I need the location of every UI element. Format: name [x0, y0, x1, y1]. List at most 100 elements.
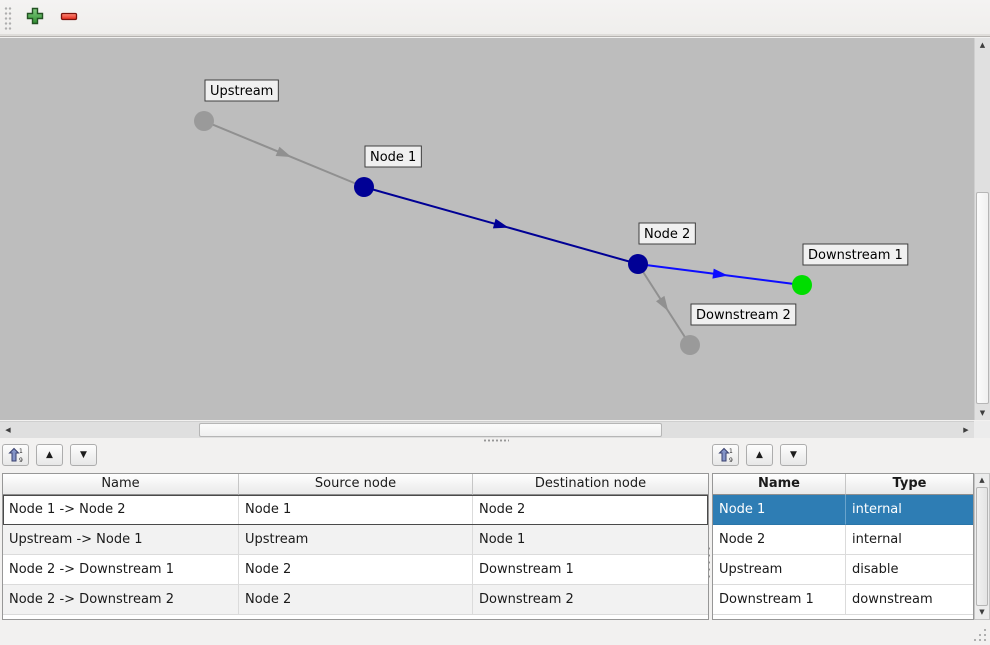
canvas-vertical-scrollbar[interactable]: ▲ ▼ [974, 38, 990, 420]
pane-splitter[interactable] [0, 438, 990, 444]
edge-arrow-icon [275, 146, 292, 158]
sort-edges-button[interactable]: 1 9 [2, 444, 29, 466]
vertical-scrollbar-thumb[interactable] [976, 192, 989, 404]
table-cell[interactable]: Downstream 2 [473, 585, 708, 615]
svg-text:1: 1 [729, 448, 733, 455]
splitter-grip-icon [483, 439, 509, 442]
table-splitter-grip-icon[interactable] [707, 545, 711, 579]
node-label-box [690, 303, 797, 326]
table-cell[interactable]: Node 2 [473, 495, 708, 525]
svg-text:1: 1 [19, 448, 23, 455]
table-cell[interactable]: Upstream [239, 525, 473, 555]
scroll-up-icon[interactable]: ▲ [979, 476, 985, 484]
column-header[interactable]: Name [713, 474, 846, 495]
table-cell[interactable]: disable [846, 555, 973, 585]
node-label-box [204, 79, 279, 102]
canvas-horizontal-scrollbar[interactable]: ◀ ▶ [0, 421, 974, 438]
sort-ascending-icon: 1 9 [717, 447, 733, 463]
node-label: Node 1 [370, 150, 416, 165]
column-header[interactable]: Name [3, 474, 239, 495]
svg-text:9: 9 [729, 457, 733, 463]
table-cell[interactable]: Node 2 -> Downstream 2 [3, 585, 239, 615]
node-downstream1[interactable] [792, 275, 812, 295]
node-label: Upstream [210, 84, 273, 99]
plus-icon [26, 7, 44, 29]
add-node-button[interactable] [20, 3, 50, 33]
table-cell[interactable]: internal [846, 525, 973, 555]
scroll-down-icon[interactable]: ▼ [979, 408, 986, 417]
table-cell[interactable]: Node 2 [713, 525, 846, 555]
table-cell[interactable]: Downstream 1 [713, 585, 846, 615]
down-arrow-icon: ▼ [790, 450, 797, 460]
node-node2[interactable] [628, 254, 648, 274]
table-cell[interactable]: Downstream 1 [473, 555, 708, 585]
svg-text:9: 9 [19, 457, 23, 463]
edge-table-controls: 1 9 ▲ ▼ [2, 444, 97, 466]
table-cell[interactable]: Node 1 [473, 525, 708, 555]
node-label: Downstream 2 [696, 308, 791, 323]
minus-icon [60, 7, 78, 29]
move-node-down-button[interactable]: ▼ [780, 444, 807, 466]
toolbar-grip-handle[interactable] [4, 5, 12, 31]
up-arrow-icon: ▲ [46, 450, 53, 460]
move-node-up-button[interactable]: ▲ [746, 444, 773, 466]
table-cell[interactable]: Node 1 -> Node 2 [3, 495, 239, 525]
up-arrow-icon: ▲ [756, 450, 763, 460]
toolbar [0, 0, 990, 37]
edge-arrow-icon [492, 218, 509, 229]
table-cell[interactable]: Upstream [713, 555, 846, 585]
scroll-down-icon[interactable]: ▼ [979, 608, 985, 616]
move-edge-up-button[interactable]: ▲ [36, 444, 63, 466]
table-cell[interactable]: internal [846, 495, 973, 525]
remove-node-button[interactable] [54, 3, 84, 33]
edge-arrow-icon [656, 295, 669, 312]
move-edge-down-button[interactable]: ▼ [70, 444, 97, 466]
down-arrow-icon: ▼ [80, 450, 87, 460]
window-resize-grip[interactable] [972, 627, 988, 643]
node-node1[interactable] [354, 177, 374, 197]
table-cell[interactable]: Node 1 [239, 495, 473, 525]
table-cell[interactable]: Node 1 [713, 495, 846, 525]
node-label: Node 2 [644, 227, 690, 242]
table-scrollbar-thumb[interactable] [976, 487, 988, 606]
scroll-up-icon[interactable]: ▲ [979, 40, 986, 49]
node-upstream[interactable] [194, 111, 214, 131]
table-cell[interactable]: Node 2 [239, 555, 473, 585]
scroll-left-icon[interactable]: ◀ [5, 425, 11, 434]
column-header[interactable]: Destination node [473, 474, 708, 495]
sort-ascending-icon: 1 9 [7, 447, 23, 463]
node-table-controls: 1 9 ▲ ▼ [712, 444, 807, 466]
nodes-table-scrollbar[interactable]: ▲ ▼ [974, 473, 990, 620]
column-header[interactable]: Type [846, 474, 973, 495]
node-label-box [802, 243, 909, 266]
edge-arrow-icon [712, 268, 728, 279]
table-cell[interactable]: Upstream -> Node 1 [3, 525, 239, 555]
node-downstream2[interactable] [680, 335, 700, 355]
node-label-box [364, 145, 422, 168]
sort-nodes-button[interactable]: 1 9 [712, 444, 739, 466]
table-cell[interactable]: downstream [846, 585, 973, 615]
horizontal-scrollbar-thumb[interactable] [199, 423, 662, 437]
table-cell[interactable]: Node 2 -> Downstream 1 [3, 555, 239, 585]
scrollbar-corner [974, 421, 990, 438]
table-cell[interactable]: Node 2 [239, 585, 473, 615]
column-header[interactable]: Source node [239, 474, 473, 495]
scroll-right-icon[interactable]: ▶ [963, 425, 969, 434]
node-label: Downstream 1 [808, 248, 903, 263]
